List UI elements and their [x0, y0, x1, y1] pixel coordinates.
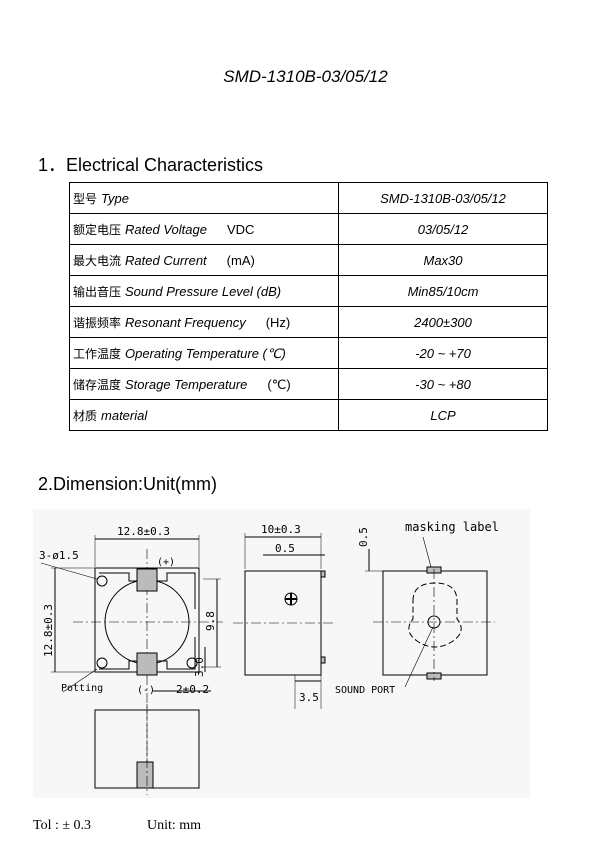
spec-label-zh: 最大电流 — [73, 253, 122, 268]
spec-value-cell: 03/05/12 — [338, 213, 548, 245]
spec-label-unit: (mA) — [226, 252, 255, 268]
spec-label-zh: 谐振频率 — [73, 315, 122, 330]
spec-label-unit: (Hz) — [265, 314, 291, 330]
spec-label-en: Type — [101, 190, 129, 206]
spec-value-cell: -20 ~ +70 — [338, 337, 548, 369]
spec-value-cell: SMD-1310B-03/05/12 — [338, 182, 548, 214]
bottom-view — [94, 704, 200, 795]
dim-height-left: 12.8±0.3 — [42, 604, 55, 657]
spec-label-unit: (℃) — [267, 376, 291, 392]
dim-inner-height: 9.8 — [204, 611, 217, 631]
dim-side-inner: 0.5 — [275, 542, 295, 555]
spec-value-cell: 2400±300 — [338, 306, 548, 338]
spec-label-en: Rated Current — [125, 252, 207, 268]
dim-bottom-offset: 3.0 — [193, 657, 206, 677]
dim-side-bottom: 3.5 — [299, 691, 319, 704]
spec-label-en: Rated Voltage — [125, 221, 207, 237]
spec-label-zh: 工作温度 — [73, 346, 122, 361]
dim-holes: 3-ø1.5 — [39, 549, 79, 562]
spec-value-cell: Max30 — [338, 244, 548, 276]
spec-label-en: Resonant Frequency — [125, 314, 246, 330]
spec-value-cell: Min85/10cm — [338, 275, 548, 307]
dim-width-top: 12.8±0.3 — [117, 525, 170, 538]
spec-label-zh: 输出音压 — [73, 284, 122, 299]
spec-label-zh: 额定电压 — [73, 222, 122, 237]
document-title: SMD-1310B-03/05/12 — [223, 67, 388, 86]
spec-value-cell: LCP — [338, 399, 548, 431]
side-view — [233, 533, 333, 709]
spec-value-cell: -30 ~ +80 — [338, 368, 548, 400]
footer: Tol : ± 0.3 Unit: mm — [33, 818, 201, 834]
front-view — [40, 535, 223, 779]
dim-right-top: 0.5 — [357, 527, 370, 547]
spec-label-en: Sound Pressure Level (dB) — [125, 283, 282, 299]
sound-port-label: SOUND PORT — [335, 685, 395, 696]
spec-label-zh: 型号 — [73, 191, 98, 206]
section-heading-electrical: 1．Electrical Characteristics — [38, 155, 264, 175]
unit-note: Unit: mm — [147, 818, 202, 833]
dim-side-width: 10±0.3 — [261, 523, 301, 536]
plus-label: (+) — [157, 557, 175, 568]
tolerance-note: Tol : ± 0.3 — [33, 818, 92, 833]
dim-pad-spacing: 2±0.2 — [176, 683, 209, 696]
spec-label-en: Storage Temperature — [125, 376, 248, 392]
spec-label-en: material — [101, 407, 148, 423]
dimension-drawing: 12.8±0.3 3-ø1.5 (+) (-) 12.8±0.3 9.8 3.0… — [33, 509, 530, 798]
section-heading-dimension: 2.Dimension:Unit(mm) — [38, 474, 218, 494]
spec-label-unit: VDC — [226, 221, 255, 237]
spec-label-zh: 储存温度 — [73, 377, 122, 392]
potting-label: Potting — [61, 683, 103, 694]
spec-label-zh: 材质 — [73, 408, 98, 423]
masking-label: masking label — [405, 520, 499, 534]
right-view — [365, 536, 495, 688]
spec-label-en: Operating Temperature (℃) — [125, 345, 286, 361]
minus-label: (-) — [137, 685, 155, 696]
